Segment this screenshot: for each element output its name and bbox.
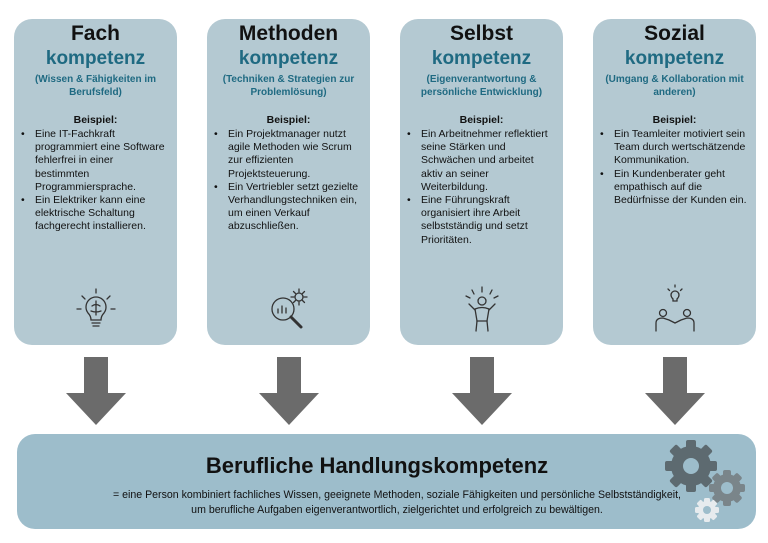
people-collaboration-icon bbox=[649, 283, 701, 335]
card-methodenkompetenz: Methoden kompetenz (Techniken & Strategi… bbox=[207, 19, 370, 345]
card-bullet-list: Ein Arbeitnehmer reflektiert seine Stärk… bbox=[407, 128, 556, 247]
card-fachkompetenz: Fach kompetenz (Wissen & Fähigkeiten im … bbox=[14, 19, 177, 345]
card-subtitle: (Wissen & Fähigkeiten im Berufsfeld) bbox=[34, 74, 157, 98]
list-item: Eine Führungskraft organisiert ihre Arbe… bbox=[407, 194, 556, 247]
card-subtitle: (Eigenverantwortung & persönliche Entwic… bbox=[420, 74, 543, 98]
card-example-label: Beispiel: bbox=[266, 114, 311, 126]
down-arrow-icon bbox=[645, 357, 705, 425]
card-title: Selbst bbox=[449, 22, 514, 45]
list-item: Ein Arbeitnehmer reflektiert seine Stärk… bbox=[407, 128, 556, 194]
card-subtitle: (Techniken & Strategien zur Problemlösun… bbox=[222, 74, 355, 98]
result-box: Berufliche Handlungskompetenz = eine Per… bbox=[17, 434, 756, 529]
list-item: Ein Projektmanager nutzt agile Methoden … bbox=[214, 128, 363, 181]
brain-lightbulb-icon bbox=[70, 283, 122, 335]
list-item: Ein Kundenberater geht empathisch auf di… bbox=[600, 168, 749, 208]
person-idea-icon bbox=[456, 283, 508, 335]
magnifier-gear-icon bbox=[263, 283, 315, 335]
result-description: = eine Person kombiniert fachliches Wiss… bbox=[113, 489, 681, 516]
list-item: Ein Teamleiter motiviert sein Team durch… bbox=[600, 128, 749, 168]
card-subtitle: (Umgang & Kollaboration mit anderen) bbox=[605, 74, 744, 98]
card-bullet-list: Ein Projektmanager nutzt agile Methoden … bbox=[214, 128, 363, 234]
card-bullet-list: Ein Teamleiter motiviert sein Team durch… bbox=[600, 128, 749, 207]
down-arrow-icon bbox=[66, 357, 126, 425]
list-item: Ein Vertriebler setzt gezielte Verhandlu… bbox=[214, 181, 363, 234]
down-arrow-icon bbox=[259, 357, 319, 425]
card-title-suffix: kompetenz bbox=[624, 48, 725, 69]
result-title: Berufliche Handlungskompetenz bbox=[205, 453, 549, 478]
card-bullet-list: Eine IT-Fachkraft programmiert eine Soft… bbox=[21, 128, 170, 234]
card-title-suffix: kompetenz bbox=[45, 48, 146, 69]
card-title: Sozial bbox=[644, 22, 705, 45]
gears-icon bbox=[655, 436, 755, 526]
card-title: Fach bbox=[70, 22, 120, 45]
card-selbstkompetenz: Selbst kompetenz (Eigenverantwortung & p… bbox=[400, 19, 563, 345]
card-example-label: Beispiel: bbox=[652, 114, 697, 126]
card-example-label: Beispiel: bbox=[459, 114, 504, 126]
down-arrow-icon bbox=[452, 357, 512, 425]
list-item: Eine IT-Fachkraft programmiert eine Soft… bbox=[21, 128, 170, 194]
card-title: Methoden bbox=[238, 22, 339, 45]
card-title-suffix: kompetenz bbox=[238, 48, 339, 69]
card-sozialkompetenz: Sozial kompetenz (Umgang & Kollaboration… bbox=[593, 19, 756, 345]
card-example-label: Beispiel: bbox=[73, 114, 118, 126]
list-item: Ein Elektriker kann eine elektrische Sch… bbox=[21, 194, 170, 234]
card-title-suffix: kompetenz bbox=[431, 48, 532, 69]
